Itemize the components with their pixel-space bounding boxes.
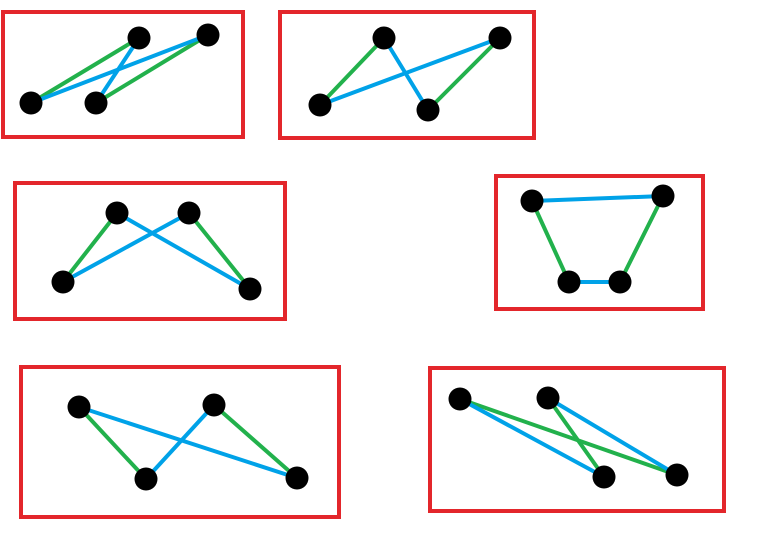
graph-node-2 (308, 93, 332, 117)
graph-node-3 (177, 201, 201, 225)
blue-edge-4 (29, 33, 210, 105)
graph-panel-5 (19, 365, 341, 519)
green-edge-2 (426, 36, 502, 112)
graph-node-4 (608, 270, 632, 294)
green-edge-2 (212, 403, 299, 480)
blue-edge-3 (458, 397, 606, 479)
graph-panel-6 (428, 366, 726, 513)
panel-frame (278, 10, 536, 140)
green-edge-1 (530, 199, 571, 284)
blue-edge-3 (77, 405, 299, 480)
green-edge-2 (546, 396, 606, 479)
graph-node-2 (665, 463, 689, 487)
green-edge-2 (187, 211, 252, 291)
graph-node-1 (520, 189, 544, 213)
blue-edge-4 (144, 403, 216, 481)
graph-node-1 (448, 387, 472, 411)
graph-node-4 (285, 466, 309, 490)
blue-edge-4 (115, 211, 252, 291)
blue-edge-3 (530, 194, 665, 203)
blue-edge-4 (318, 36, 502, 107)
graph-panel-4 (494, 174, 705, 311)
graph-node-4 (238, 277, 262, 301)
green-edge-1 (77, 405, 148, 481)
graph-panel-3 (13, 181, 287, 321)
graph-node-1 (51, 270, 75, 294)
panel-frame (494, 174, 705, 311)
panel-frame (428, 366, 726, 513)
graph-node-4 (84, 91, 108, 115)
graph-node-3 (202, 393, 226, 417)
blue-edge-3 (61, 211, 191, 284)
graph-node-2 (557, 270, 581, 294)
graph-node-2 (105, 201, 129, 225)
graph-node-4 (416, 98, 440, 122)
graph-node-3 (651, 184, 675, 208)
panel-frame (13, 181, 287, 321)
graph-node-1 (127, 26, 151, 50)
graph-panel-2 (278, 10, 536, 140)
green-edge-1 (458, 397, 679, 477)
graph-node-1 (372, 26, 396, 50)
green-edge-1 (61, 211, 119, 284)
green-edge-2 (618, 194, 665, 284)
green-edge-1 (318, 36, 386, 107)
graph-node-2 (19, 91, 43, 115)
graph-node-3 (536, 386, 560, 410)
graph-node-2 (134, 467, 158, 491)
graph-node-1 (67, 395, 91, 419)
green-edge-1 (29, 36, 141, 105)
panel-frame (19, 365, 341, 519)
graph-node-3 (196, 23, 220, 47)
graph-node-4 (592, 465, 616, 489)
green-edge-2 (94, 33, 210, 105)
blue-edge-4 (546, 396, 679, 477)
graph-panel-1 (1, 10, 245, 139)
graph-node-3 (488, 26, 512, 50)
panel-frame (1, 10, 245, 139)
